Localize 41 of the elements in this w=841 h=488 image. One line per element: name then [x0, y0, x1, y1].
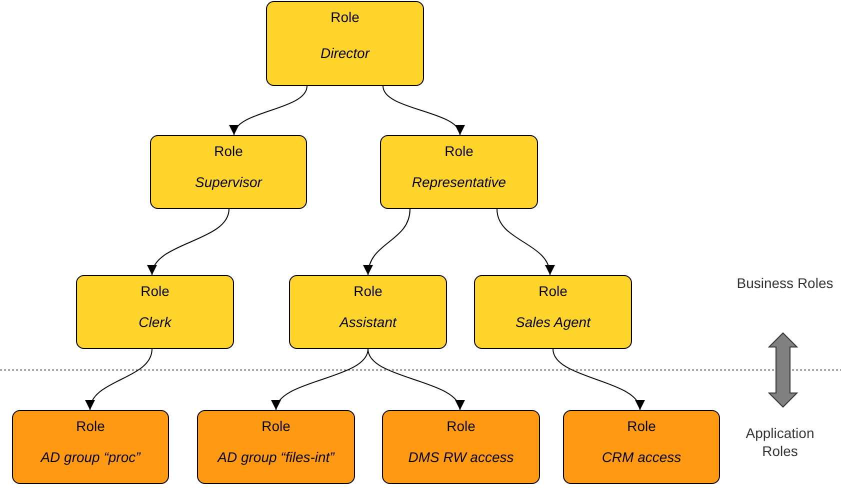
role-heading: Role: [354, 283, 382, 299]
role-box: [382, 410, 540, 484]
role-heading: Role: [330, 9, 360, 25]
role-box: [12, 410, 169, 484]
role-name: Assistant: [340, 314, 396, 330]
arrow: [552, 348, 642, 410]
role-box: [197, 410, 355, 484]
arrow: [364, 208, 410, 276]
role-name: Representative: [412, 174, 506, 190]
role-box: [289, 275, 447, 349]
arrow: [368, 348, 462, 410]
arrow: [232, 86, 308, 136]
arrow: [86, 348, 152, 410]
role-box: [563, 410, 720, 484]
layer-label: Business Roles: [736, 274, 834, 292]
role-name: CRM access: [602, 449, 682, 465]
role-heading: Role: [627, 418, 656, 434]
arrow: [274, 348, 368, 410]
role-heading: Role: [446, 418, 476, 434]
role-heading: Role: [76, 418, 105, 434]
role-box: [150, 135, 307, 209]
role-name: Sales Agent: [516, 314, 590, 330]
role-heading: Role: [262, 418, 290, 434]
role-heading: Role: [538, 283, 568, 299]
role-heading: Role: [140, 283, 170, 299]
role-heading: Role: [444, 143, 474, 159]
role-box: [266, 1, 424, 86]
role-name: Director: [320, 45, 370, 61]
role-name: DMS RW access: [408, 449, 514, 465]
layer-label: Application Roles: [744, 424, 816, 460]
role-name: Supervisor: [195, 174, 262, 190]
role-box: [380, 135, 538, 209]
role-name: AD group “files-int”: [218, 449, 334, 465]
role-box: [474, 275, 632, 349]
role-name: Clerk: [138, 314, 172, 330]
role-box: [76, 275, 234, 349]
arrow: [149, 208, 230, 276]
role-heading: Role: [214, 143, 243, 159]
arrow: [496, 208, 554, 276]
role-name: AD group “proc”: [40, 449, 140, 465]
arrow: [382, 86, 462, 136]
